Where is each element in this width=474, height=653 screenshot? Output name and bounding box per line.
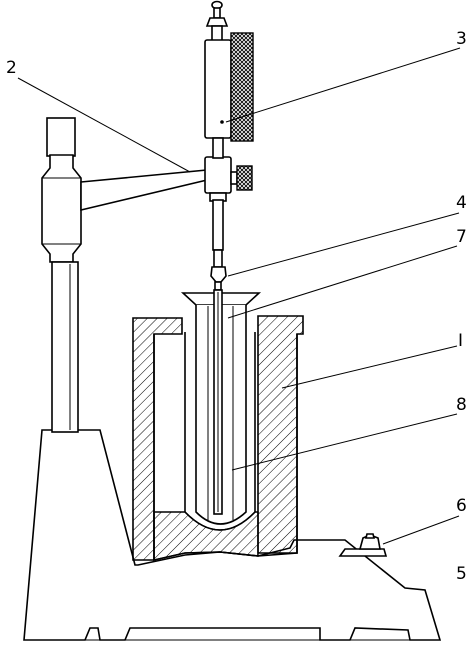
callout-3: 3 <box>456 29 467 49</box>
stand-column <box>41 117 82 433</box>
leader-lines <box>17 47 461 545</box>
support-arm <box>80 169 208 212</box>
leader-6 <box>382 515 460 545</box>
callout-7: 7 <box>456 227 467 247</box>
leader-3 <box>225 47 461 123</box>
callout-8: 8 <box>456 395 467 415</box>
callout-I: I <box>458 331 463 351</box>
clamp <box>204 156 253 194</box>
leader-4 <box>227 212 460 277</box>
callout-2: 2 <box>6 58 17 78</box>
leader-8 <box>231 413 458 471</box>
probe-rod <box>209 192 227 291</box>
callout-5: 5 <box>456 564 467 584</box>
fitting <box>338 533 388 557</box>
callout-labels: 2 3 4 7 I 8 6 5 <box>6 29 467 584</box>
callout-4: 4 <box>456 193 467 213</box>
leader-I <box>281 345 458 389</box>
leader-2 <box>17 77 191 173</box>
callout-6: 6 <box>456 496 467 516</box>
crucible <box>132 315 304 562</box>
base <box>23 429 442 641</box>
dial-gauge <box>204 0 254 159</box>
leader-7 <box>227 245 458 319</box>
inner-tube <box>180 289 262 525</box>
